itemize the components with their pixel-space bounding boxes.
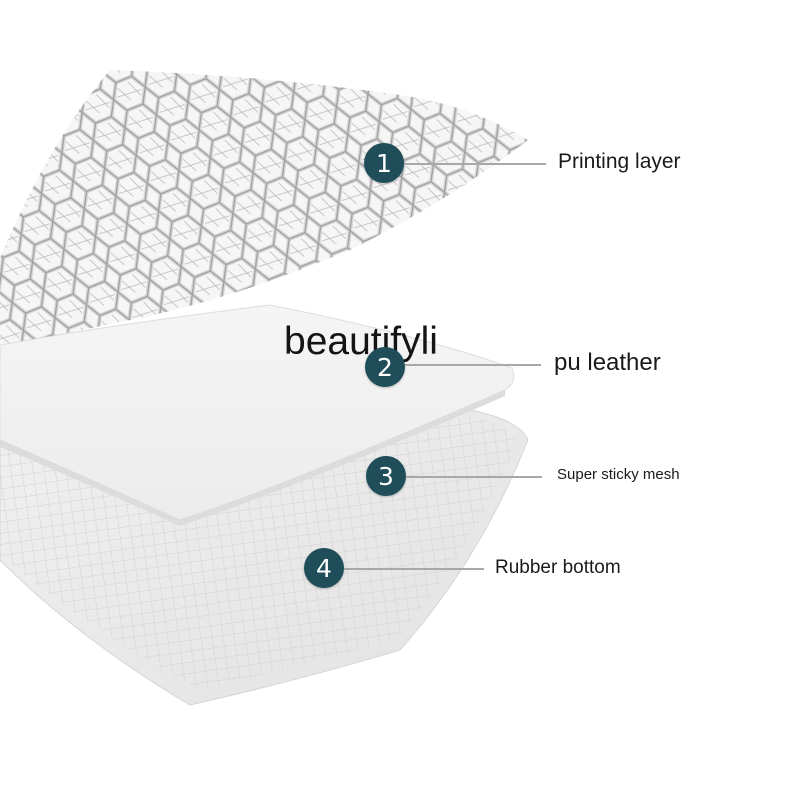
- marker-1: 1: [364, 143, 404, 183]
- label-pu-leather: pu leather: [554, 349, 661, 376]
- label-rubber-bottom: Rubber bottom: [495, 557, 621, 578]
- marker-3-number: 3: [378, 461, 394, 491]
- leader-line-1: [404, 163, 546, 165]
- marker-2-number: 2: [377, 352, 393, 382]
- marker-4: 4: [304, 548, 344, 588]
- printing-layer-mesh: [0, 70, 528, 345]
- marker-2: 2: [365, 347, 405, 387]
- label-printing-layer: Printing layer: [558, 150, 681, 173]
- marker-4-number: 4: [316, 553, 332, 583]
- leader-line-3: [406, 476, 542, 478]
- marker-1-number: 1: [376, 148, 392, 178]
- leader-line-2: [405, 364, 541, 366]
- marker-3: 3: [366, 456, 406, 496]
- label-super-sticky-mesh: Super sticky mesh: [557, 466, 680, 483]
- pu-leather-edge: [0, 390, 505, 526]
- leader-line-4: [344, 568, 484, 570]
- watermark-text: beautifyli: [284, 320, 438, 363]
